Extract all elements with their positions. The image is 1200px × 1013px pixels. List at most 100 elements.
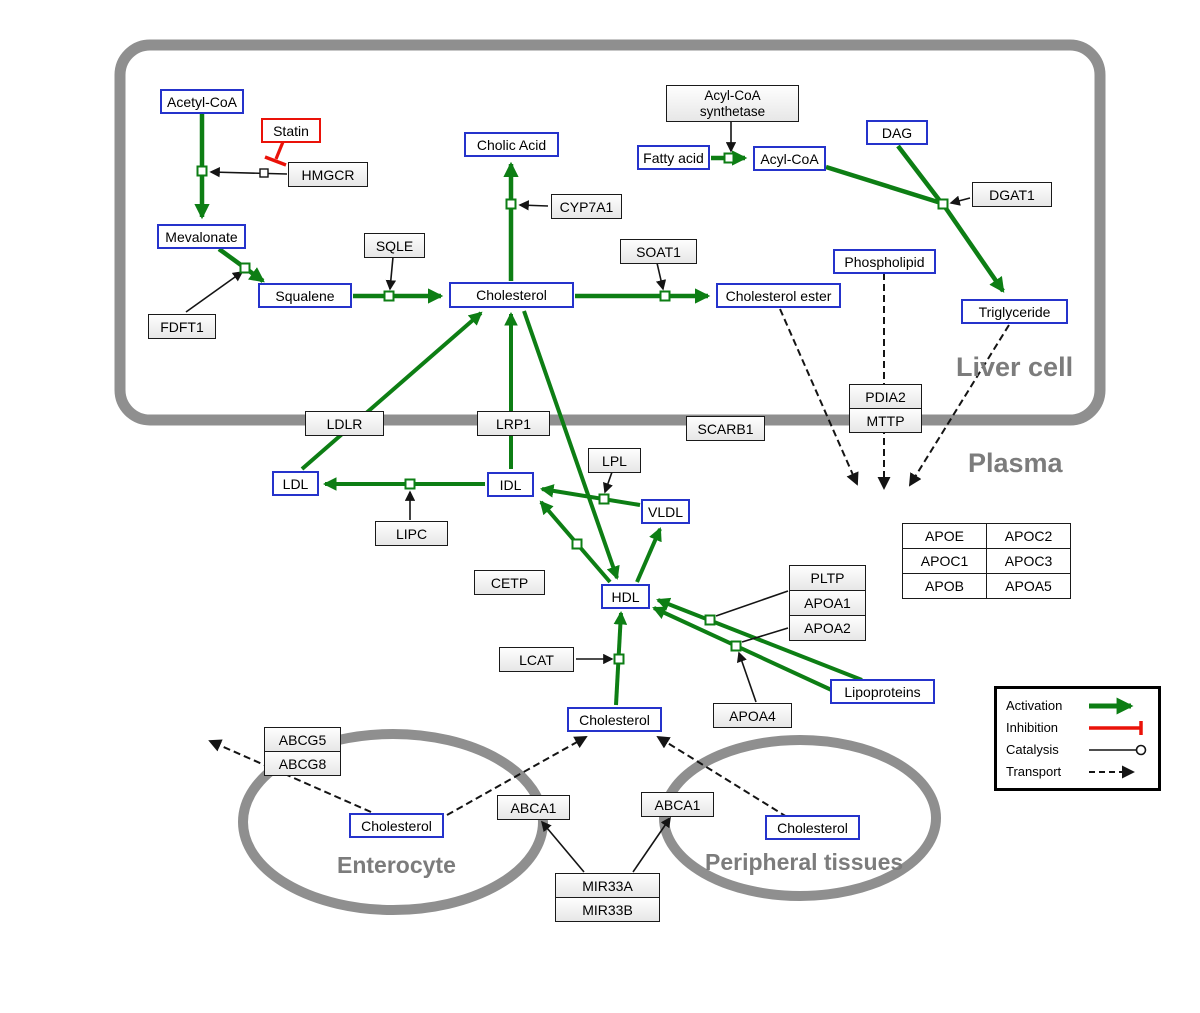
node-dgat1[interactable]: DGAT1 [972,182,1052,207]
node-scarb1[interactable]: SCARB1 [686,416,765,441]
node-mevalonate[interactable]: Mevalonate [157,224,246,249]
edge-dgat1-catalysis [949,195,971,206]
node-fatty-acid[interactable]: Fatty acid [637,145,710,170]
legend: Activation Inhibition Catalysis Transpor… [994,686,1161,791]
enterocyte-label: Enterocyte [337,852,456,878]
node-apoa4[interactable]: APOA4 [713,703,792,728]
node-abcg8[interactable]: ABCG8 [264,751,341,776]
stack-pdia2-mttp: PDIA2 MTTP [849,384,922,433]
legend-row-inhibition: Inhibition [1006,718,1149,737]
node-lipc[interactable]: LIPC [375,521,448,546]
node-cyp7a1[interactable]: CYP7A1 [551,194,622,219]
node-cholic-acid[interactable]: Cholic Acid [464,132,559,157]
edge-acylcoa-dgat1-junction [825,164,942,206]
node-abca1-peripheral[interactable]: ABCA1 [641,792,714,817]
node-lipoproteins[interactable]: Lipoproteins [830,679,935,704]
edge-vldl-idl [539,484,641,507]
edge-pltp-apoa1-catalysis [715,590,789,617]
reaction-node [613,653,625,665]
edge-abcg-efflux [208,739,372,813]
edge-mir33-abca1-enterocyte [540,820,585,873]
legend-row-transport: Transport [1006,762,1149,781]
node-idl[interactable]: IDL [487,472,534,497]
reaction-nodes [196,152,949,665]
legend-label-activation: Activation [1006,698,1063,713]
node-statin[interactable]: Statin [261,118,321,143]
legend-label-inhibition: Inhibition [1006,720,1059,735]
node-mttp[interactable]: MTTP [849,408,922,433]
edge-lipoproteins-hdl-upper [656,597,863,682]
node-apoa1[interactable]: APOA1 [789,590,866,616]
acyl-coa-synthetase-line2: synthetase [699,103,766,119]
node-phospholipid[interactable]: Phospholipid [833,249,936,274]
liver-cell-label: Liver cell [956,352,1074,382]
apo-cell[interactable]: APOA5 [986,573,1071,599]
stack-mir33: MIR33A MIR33B [555,873,660,922]
catalysis-edges [185,122,971,873]
node-acetyl-coa[interactable]: Acetyl-CoA [160,89,244,114]
node-acyl-coa[interactable]: Acyl-CoA [753,146,826,171]
node-pdia2[interactable]: PDIA2 [849,384,922,409]
node-pltp[interactable]: PLTP [789,565,866,591]
node-mir33a[interactable]: MIR33A [555,873,660,898]
apo-cell[interactable]: APOB [902,573,987,599]
node-abcg5[interactable]: ABCG5 [264,727,341,752]
edge-cholesterolester-secretion [779,308,859,486]
node-squalene[interactable]: Squalene [258,283,352,308]
edge-lpl-catalysis [603,471,613,494]
stack-abcg5-abcg8: ABCG5 ABCG8 [264,727,341,776]
reaction-node [730,640,742,652]
edge-peripheral-cholesterol-efflux [656,735,788,818]
node-hmgcr[interactable]: HMGCR [288,162,368,187]
activation-edges-plasma [300,310,863,706]
peripheral-tissues-label: Peripheral tissues [705,849,904,875]
node-cholesterol-ester[interactable]: Cholesterol ester [716,283,841,308]
node-hdl[interactable]: HDL [601,584,650,609]
acyl-coa-synthetase-line1: Acyl-CoA [704,87,761,103]
node-lcat[interactable]: LCAT [499,647,574,672]
node-apoa2[interactable]: APOA2 [789,615,866,641]
reaction-node [659,290,671,302]
edge-cyp7a1-catalysis [518,200,549,211]
liver-cell-membrane [114,39,1106,426]
reaction-node [383,290,395,302]
reaction-node [723,152,735,164]
node-cetp[interactable]: CETP [474,570,545,595]
edge-enterocyte-cholesterol-efflux [446,736,588,816]
node-abca1-enterocyte[interactable]: ABCA1 [497,795,570,820]
edge-soat1-catalysis [655,262,667,291]
node-cholesterol-liver[interactable]: Cholesterol [449,282,574,308]
node-soat1[interactable]: SOAT1 [620,239,697,264]
catalysis-node [259,168,269,178]
reaction-node [937,198,949,210]
node-triglyceride[interactable]: Triglyceride [961,299,1068,324]
reaction-node [704,614,716,626]
node-fdft1[interactable]: FDFT1 [148,314,216,339]
node-dag[interactable]: DAG [866,120,928,145]
apo-cell[interactable]: APOC1 [902,548,987,574]
node-cholesterol-peripheral[interactable]: Cholesterol [765,815,860,840]
node-cholesterol-plasma[interactable]: Cholesterol [567,707,662,732]
edge-triglyceride-secretion [908,324,1010,487]
node-lpl[interactable]: LPL [588,448,641,473]
legend-label-transport: Transport [1006,764,1062,779]
apo-cell[interactable]: APOC2 [986,523,1071,549]
transport-edges [208,273,1010,818]
node-mir33b[interactable]: MIR33B [555,897,660,922]
node-cholesterol-enterocyte[interactable]: Cholesterol [349,813,444,838]
edge-dag-dgat1-junction [896,144,942,203]
apo-cell[interactable]: APOE [902,523,987,549]
node-acyl-coa-synthetase[interactable]: Acyl-CoA synthetase [666,85,799,122]
node-sqle[interactable]: SQLE [364,233,425,258]
node-ldl[interactable]: LDL [272,471,319,496]
reaction-node [404,478,416,490]
edge-lipoproteins-hdl-lower [652,606,839,695]
node-vldl[interactable]: VLDL [641,499,690,524]
node-ldlr[interactable]: LDLR [305,411,384,436]
edge-hdl-vldl [635,527,662,583]
plasma-label: Plasma [968,448,1063,478]
node-lrp1[interactable]: LRP1 [477,411,550,436]
apo-cell[interactable]: APOC3 [986,548,1071,574]
